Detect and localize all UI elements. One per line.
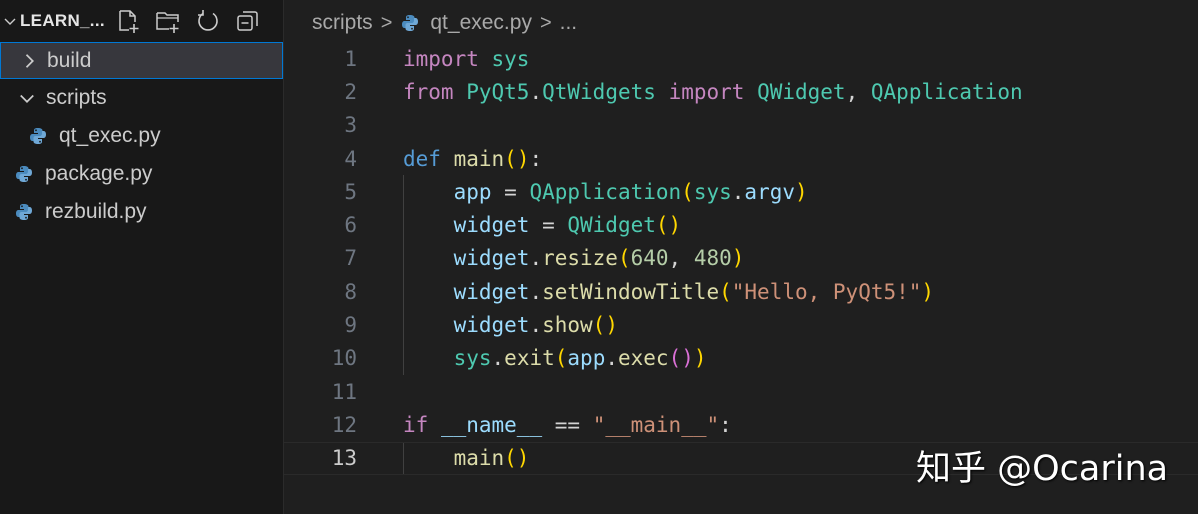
line-number: 3	[344, 113, 357, 138]
new-file-icon[interactable]	[115, 8, 141, 34]
line-number: 4	[344, 146, 357, 171]
chevron-right-icon: >	[539, 11, 552, 34]
chevron-right-icon: >	[380, 11, 393, 34]
line-content: widget = QWidget()	[453, 213, 682, 238]
breadcrumb-folder[interactable]: scripts	[312, 11, 373, 34]
line-number: 8	[344, 279, 357, 304]
tree-file-qt-exec[interactable]: qt_exec.py	[0, 117, 283, 155]
line-number: 13	[331, 446, 357, 471]
python-file-icon	[30, 128, 46, 144]
breadcrumb-symbols[interactable]: ...	[559, 11, 578, 34]
breadcrumb-file[interactable]: qt_exec.py	[430, 11, 532, 34]
python-file-icon	[402, 15, 419, 31]
line-number: 11	[331, 379, 357, 404]
tree-file-package[interactable]: package.py	[0, 155, 283, 193]
watermark: 知乎 @Ocarina	[916, 449, 1169, 489]
code-line-current: 13 main()	[284, 441, 1198, 475]
code-line: 3	[284, 109, 1198, 142]
line-number: 12	[331, 412, 357, 437]
line-number: 5	[344, 179, 357, 204]
line-content: import sys	[403, 46, 530, 71]
line-content: widget.show()	[453, 313, 618, 338]
tree-file-rezbuild[interactable]: rezbuild.py	[0, 193, 283, 231]
code-line: 2 from PyQt5.QtWidgets import QWidget, Q…	[284, 75, 1198, 108]
chevron-down-icon[interactable]	[2, 13, 18, 29]
line-number: 10	[331, 346, 357, 371]
line-number: 6	[344, 213, 357, 238]
tree-folder-scripts[interactable]: scripts	[0, 79, 283, 117]
tree-item-label: build	[47, 48, 92, 72]
indent-guide	[403, 208, 404, 242]
refresh-icon[interactable]	[195, 8, 221, 34]
code-line: 11	[284, 375, 1198, 408]
indent-guide	[403, 241, 404, 276]
line-content: widget.resize(640, 480)	[453, 246, 745, 271]
explorer-sidebar: LEARN_... build scripts qt_exec.py packa…	[0, 0, 284, 514]
line-number: 2	[344, 79, 357, 104]
code-line: 5 app = QApplication(sys.argv)	[284, 175, 1198, 209]
code-line: 7 widget.resize(640, 480)	[284, 241, 1198, 276]
indent-guide	[403, 175, 404, 209]
explorer-title: LEARN_...	[20, 11, 105, 30]
line-content: from PyQt5.QtWidgets import QWidget, QAp…	[403, 79, 1023, 104]
collapse-all-icon[interactable]	[235, 8, 261, 34]
python-file-icon	[16, 166, 32, 182]
indent-guide	[403, 341, 404, 375]
tree-item-label: scripts	[46, 86, 107, 109]
tree-item-label: rezbuild.py	[45, 200, 147, 223]
python-file-icon	[16, 204, 32, 220]
code-line: 8 widget.setWindowTitle("Hello, PyQt5!")	[284, 275, 1198, 309]
code-line: 9 widget.show()	[284, 308, 1198, 342]
tree-item-label: qt_exec.py	[59, 124, 161, 147]
code-area[interactable]: 1 import sys 2 from PyQt5.QtWidgets impo…	[284, 42, 1198, 475]
tree-folder-build[interactable]: build	[0, 42, 283, 79]
code-line: 4 def main():	[284, 142, 1198, 175]
chevron-right-icon	[25, 53, 34, 68]
line-content: main()	[453, 446, 530, 471]
line-content: if __name__ == "__main__":	[403, 412, 732, 437]
tree-item-label: package.py	[45, 162, 153, 185]
line-content: app = QApplication(sys.argv)	[453, 179, 808, 204]
line-content: sys.exit(app.exec())	[453, 346, 707, 371]
indent-guide	[403, 308, 404, 342]
code-line: 1 import sys	[284, 42, 1198, 75]
explorer-header[interactable]: LEARN_...	[0, 0, 283, 42]
code-editor[interactable]: scripts > qt_exec.py > ... 1 import sys …	[284, 0, 1198, 514]
breadcrumb: scripts > qt_exec.py > ...	[284, 0, 1198, 46]
line-number: 7	[344, 246, 357, 271]
line-number: 9	[344, 313, 357, 338]
explorer-actions	[115, 8, 261, 34]
code-line: 12 if __name__ == "__main__":	[284, 408, 1198, 441]
indent-guide	[403, 275, 404, 309]
line-number: 1	[344, 46, 357, 71]
new-folder-icon[interactable]	[155, 8, 181, 34]
code-line: 10 sys.exit(app.exec())	[284, 341, 1198, 375]
line-content: widget.setWindowTitle("Hello, PyQt5!")	[453, 279, 935, 304]
line-content: def main():	[403, 146, 543, 171]
chevron-down-icon	[20, 94, 34, 103]
code-line: 6 widget = QWidget()	[284, 208, 1198, 242]
indent-guide	[403, 442, 404, 474]
